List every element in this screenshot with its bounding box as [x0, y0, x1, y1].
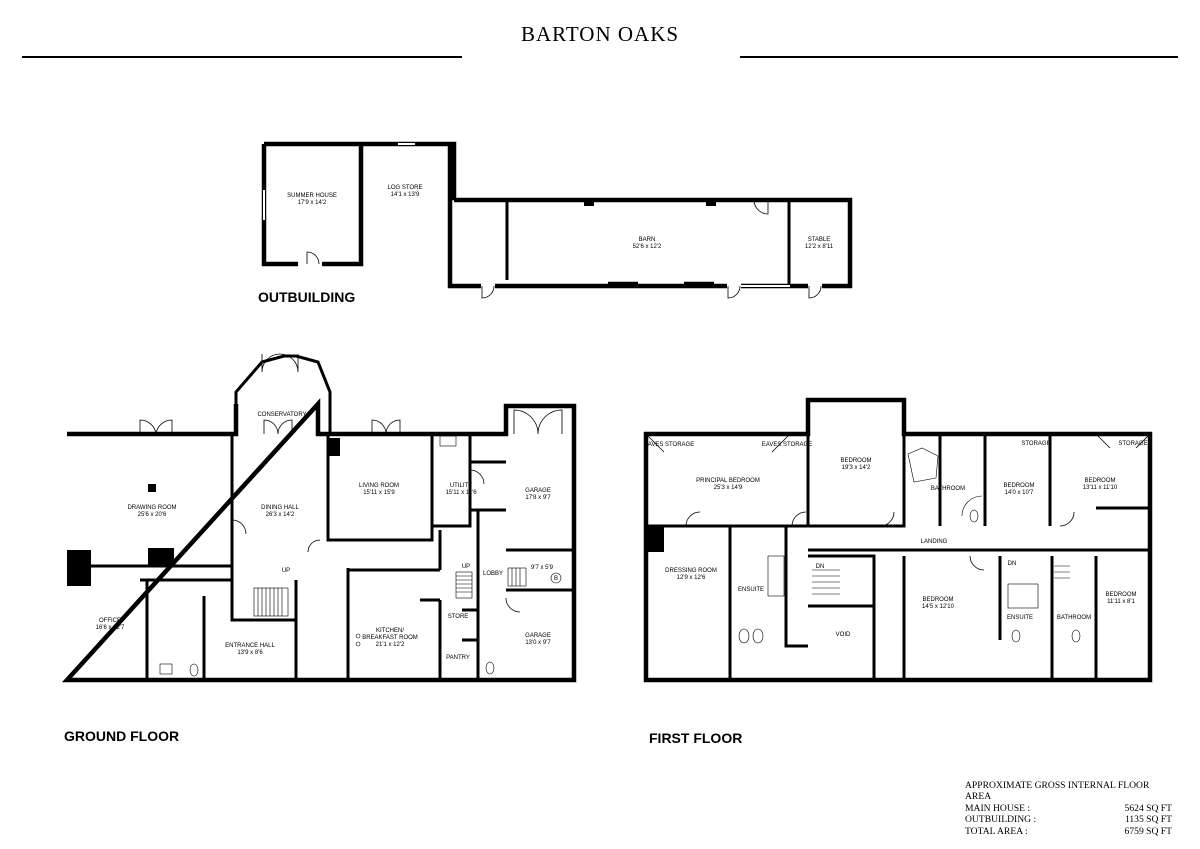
room-size: 25'6 x 20'6 — [138, 512, 167, 518]
room-size: 26'3 x 14'2 — [266, 512, 295, 518]
area-value: 6759 SQ FT — [1124, 825, 1172, 837]
room-label: OFFICE — [99, 618, 121, 624]
room-size: 14'5 x 12'10 — [922, 604, 955, 610]
room-size: 19'3 x 14'2 — [842, 465, 871, 471]
room-size: 11'11 x 8'1 — [1107, 599, 1135, 605]
room-label: STORAGE — [1118, 441, 1147, 447]
outbuilding-plan — [261, 141, 853, 299]
room-label: PANTRY — [446, 655, 470, 661]
room-label: LIVING ROOM — [359, 483, 399, 489]
room-label: UTILITY — [450, 483, 472, 489]
room-label: STORAGE — [1021, 441, 1050, 447]
room-size: 21'1 x 12'2 — [376, 642, 405, 648]
room-label: ENTRANCE HALL — [225, 643, 275, 649]
area-label: OUTBUILDING : — [965, 814, 1037, 826]
stair-label: DN — [1008, 561, 1017, 567]
room-size: 9'7 x 5'9 — [531, 565, 554, 571]
room-labels: SUMMER HOUSE 17'9 x 14'2 LOG STORE 14'1 … — [96, 185, 1148, 661]
room-label: BATHROOM — [1057, 615, 1091, 621]
stair-label: UP — [282, 568, 290, 574]
area-heading: APPROXIMATE GROSS INTERNAL FLOOR AREA — [965, 780, 1150, 803]
room-size: 15'11 x 15'9 — [363, 490, 395, 496]
room-size: 13'9 x 8'6 — [237, 650, 263, 656]
room-label: VOID — [836, 632, 851, 638]
room-size: 13'11 x 11'10 — [1083, 485, 1118, 491]
room-label: KITCHEN/ — [376, 628, 404, 634]
room-label: BEDROOM — [1003, 483, 1034, 489]
plan-title: BARTON OAKS — [520, 22, 680, 46]
room-size: 13'0 x 9'7 — [525, 640, 551, 646]
first-floor-plan — [643, 397, 1153, 683]
room-label: LANDING — [921, 539, 948, 545]
floor-area-summary: APPROXIMATE GROSS INTERNAL FLOOR AREA MA… — [965, 780, 1172, 837]
room-label: LOBBY — [483, 571, 503, 577]
room-size: 17'8 x 9'7 — [525, 495, 551, 501]
room-size: 14'1 x 13'9 — [391, 192, 420, 198]
ground-floor-plan — [61, 353, 577, 683]
room-label: GARAGE — [525, 633, 551, 639]
area-label: TOTAL AREA : — [965, 825, 1028, 837]
room-size: 12'9 x 12'6 — [677, 575, 706, 581]
room-label: EAVES STORAGE — [762, 442, 812, 448]
section-label-outbuilding: OUTBUILDING — [258, 289, 356, 305]
room-label: PRINCIPAL BEDROOM — [696, 478, 760, 484]
room-label: GARAGE — [525, 488, 551, 494]
room-label: DINING HALL — [261, 505, 299, 511]
room-size: 16'6 x 12'7 — [96, 625, 125, 631]
room-label: LOG STORE — [388, 185, 423, 191]
area-row: TOTAL AREA : 6759 SQ FT — [965, 826, 1172, 837]
room-label: CONSERVATORY — [257, 412, 306, 418]
room-label: BARN — [639, 237, 656, 243]
stair-label: UP — [462, 564, 470, 570]
stair-label: DN — [816, 564, 825, 570]
boiler-label: B — [554, 576, 558, 582]
room-label: ENSUITE — [1007, 615, 1033, 621]
room-size: 52'6 x 12'2 — [633, 244, 662, 250]
room-label: SUMMER HOUSE — [287, 193, 337, 199]
area-row: OUTBUILDING : 1135 SQ FT — [965, 814, 1172, 825]
room-label: BREAKFAST ROOM — [362, 635, 418, 641]
room-label: BEDROOM — [922, 597, 953, 603]
room-label: DRESSING ROOM — [665, 568, 717, 574]
area-label: MAIN HOUSE : — [965, 802, 1031, 814]
section-label-first-floor: FIRST FLOOR — [649, 730, 743, 746]
room-label: BEDROOM — [1105, 592, 1136, 598]
room-size: 14'0 x 10'7 — [1005, 490, 1034, 496]
room-label: BEDROOM — [1084, 478, 1115, 484]
room-label: DRAWING ROOM — [127, 505, 176, 511]
area-value: 5624 SQ FT — [1124, 802, 1172, 814]
room-size: 17'9 x 14'2 — [298, 200, 327, 206]
area-row: MAIN HOUSE : 5624 SQ FT — [965, 803, 1172, 814]
section-label-ground-floor: GROUND FLOOR — [64, 728, 180, 744]
room-label: STORE — [448, 614, 469, 620]
room-label: STABLE — [808, 237, 831, 243]
room-label: EAVES STORAGE — [644, 442, 694, 448]
area-value: 1135 SQ FT — [1124, 814, 1172, 826]
room-label: BATHROOM — [931, 486, 965, 492]
room-label: ENSUITE — [738, 587, 764, 593]
room-size: 15'11 x 11'6 — [445, 490, 477, 496]
room-size: 25'3 x 14'9 — [714, 485, 743, 491]
title-rule-left — [22, 56, 462, 58]
room-size: 12'2 x 8'11 — [805, 244, 834, 250]
title-rule-right — [740, 56, 1178, 58]
room-label: BEDROOM — [840, 458, 871, 464]
